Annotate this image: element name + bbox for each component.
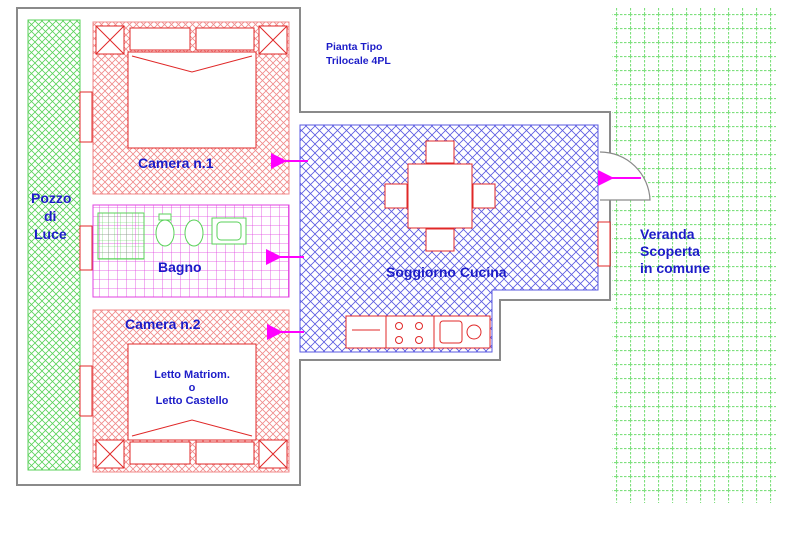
bathroom-fixtures — [97, 212, 247, 260]
bed-note-line3: Letto Castello — [156, 395, 229, 407]
label-pozzo-line1: Pozzo — [31, 190, 71, 206]
label-bagno: Bagno — [158, 259, 202, 275]
windows — [79, 91, 611, 417]
dining-table — [384, 140, 496, 252]
label-pozzo-line3: Luce — [34, 226, 67, 242]
label-camera-2: Camera n.2 — [125, 316, 201, 332]
label-camera-1: Camera n.1 — [138, 155, 214, 171]
bed-2 — [95, 343, 288, 469]
plan-title-line1: Pianta Tipo — [326, 41, 382, 53]
light-well — [27, 19, 81, 471]
label-veranda-line2: Scoperta — [640, 243, 700, 259]
bed-note-line2: o — [189, 382, 196, 394]
kitchen-counter — [345, 315, 491, 349]
plan-title-line2: Trilocale 4PL — [326, 55, 391, 67]
label-veranda-line3: in comune — [640, 260, 710, 276]
bed-1 — [95, 25, 288, 149]
veranda-area — [612, 8, 776, 503]
entrance-door — [599, 151, 651, 201]
entry-arrows — [266, 153, 641, 340]
bed-note-line1: Letto Matriom. — [154, 369, 230, 381]
label-pozzo-line2: di — [44, 208, 56, 224]
label-veranda-line1: Veranda — [640, 226, 695, 242]
label-soggiorno-cucina: Soggiorno Cucina — [386, 264, 507, 280]
